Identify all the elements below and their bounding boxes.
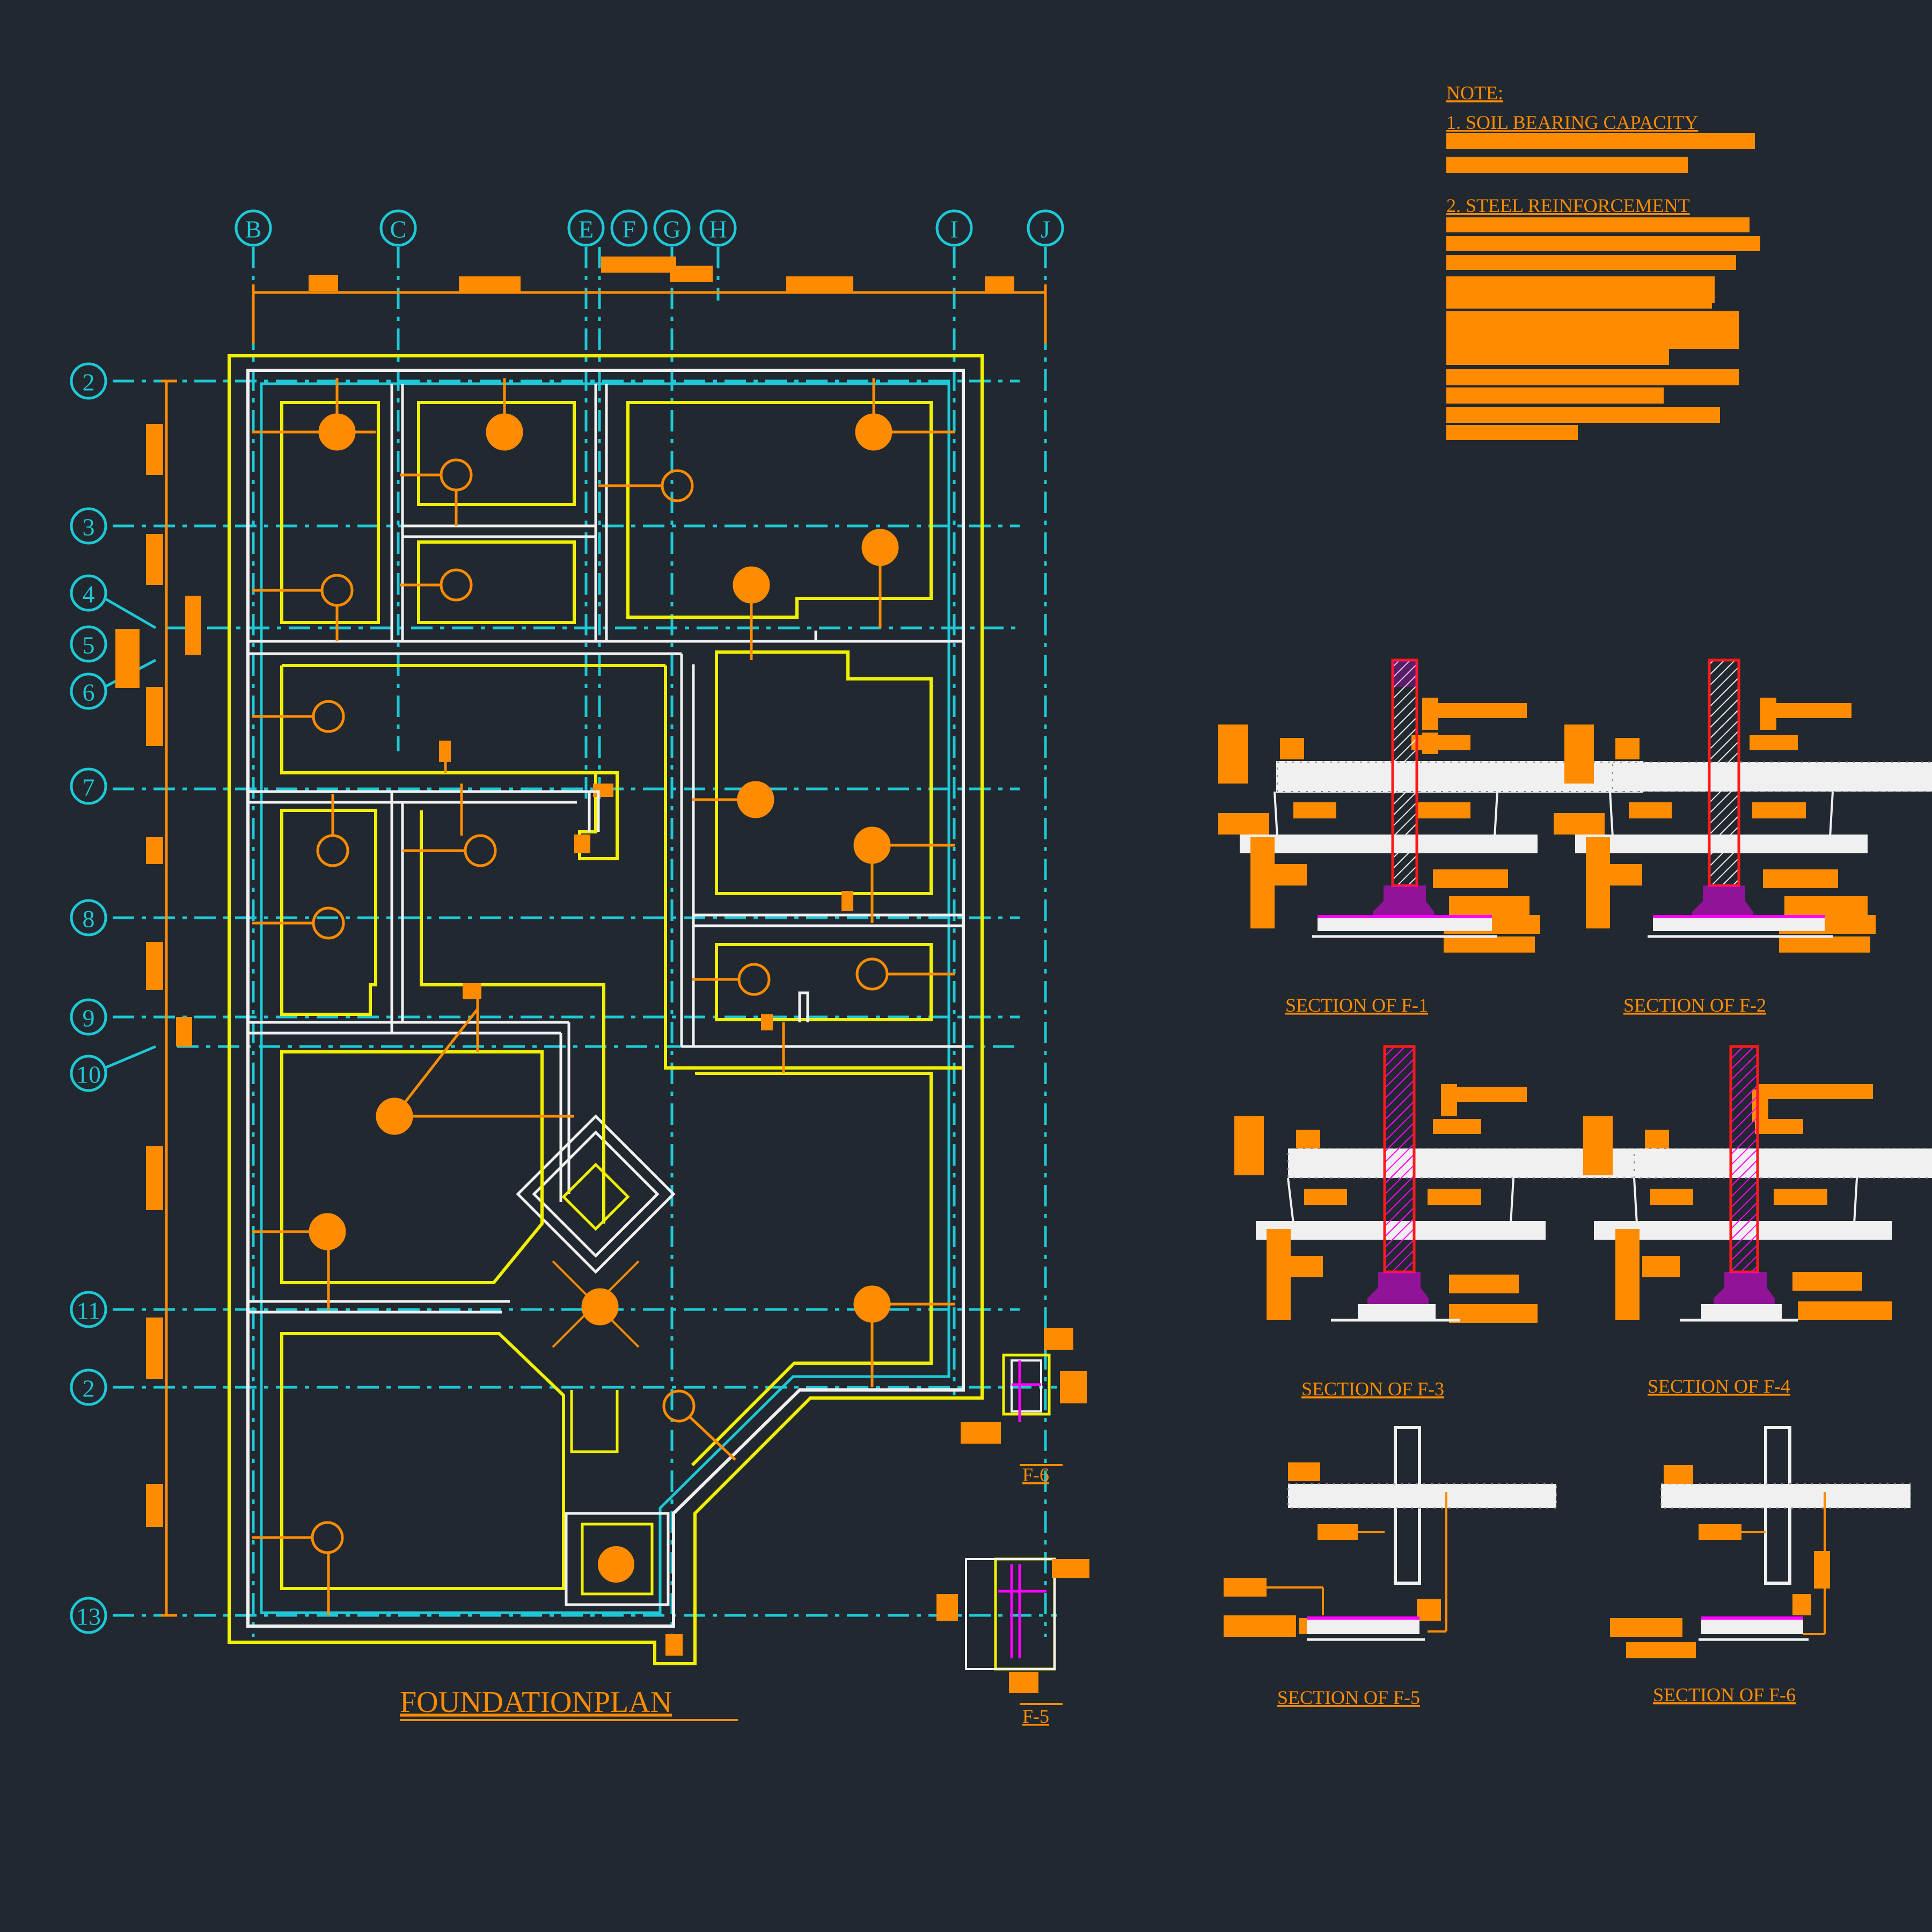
grid-label: 2: [83, 369, 95, 396]
grid-label: F: [622, 216, 636, 243]
grid-label: 5: [83, 632, 95, 659]
section-title: SECTION OF F-4: [1648, 1375, 1790, 1397]
grid-label: 8: [83, 905, 95, 933]
detail-F5: [936, 1557, 1089, 1705]
grid-label: 10: [76, 1061, 101, 1088]
section-title: SECTION OF F-2: [1623, 994, 1766, 1016]
notes-block: NOTE: 1. SOIL BEARING CAPACITY 2. STEEL …: [1446, 82, 1760, 440]
section-details: SECTION OF F-1: [1218, 658, 1932, 1708]
grid-label: 9: [83, 1005, 95, 1032]
grid-column-bubbles: [235, 209, 1064, 247]
grid-lines-vertical: [252, 247, 1047, 1664]
grid-label: B: [245, 216, 262, 243]
notes-heading: NOTE:: [1446, 82, 1503, 104]
bottom-pier: [565, 1512, 670, 1606]
section-F6: [1610, 1426, 1911, 1658]
strip-walls: [248, 384, 963, 1314]
notes-item-2: 2. STEEL REINFORCEMENT: [1446, 195, 1690, 216]
detail-tag-F6: F-6: [1022, 1464, 1049, 1485]
section-title: SECTION OF F-1: [1285, 994, 1428, 1016]
dimension-lines: [115, 257, 1047, 1617]
detail-tag-F5: F-5: [1022, 1706, 1049, 1727]
column-footings: [252, 378, 955, 1656]
notes-text-lines: [1446, 217, 1760, 440]
section-F2: [1554, 658, 1932, 953]
section-F5: [1224, 1426, 1557, 1641]
grid-label: 3: [83, 514, 95, 541]
grid-label: J: [1041, 216, 1050, 243]
detail-F6: [961, 1328, 1087, 1466]
grid-row-labels: 2 3 4 5 6 7 8 9 10 11 2 13: [76, 369, 101, 1630]
foundation-plan: B C E F G H I J 2: [70, 209, 1089, 1727]
grid-label: 4: [83, 581, 95, 608]
grid-label: H: [709, 216, 727, 243]
notes-item-1: 1. SOIL BEARING CAPACITY: [1446, 112, 1698, 133]
grid-column-labels: B C E F G H I J: [245, 216, 1050, 243]
grid-label: 2: [83, 1375, 95, 1402]
section-F1: [1218, 658, 1643, 953]
room-footings: [280, 401, 963, 1590]
section-title: SECTION OF F-3: [1301, 1378, 1444, 1400]
section-title: SECTION OF F-5: [1277, 1687, 1420, 1708]
section-F4: [1583, 1045, 1932, 1322]
grid-label: I: [950, 216, 958, 243]
grid-row-bubbles: [70, 362, 157, 1634]
grid-label: 11: [77, 1297, 100, 1324]
grid-label: C: [390, 216, 407, 243]
section-title: SECTION OF F-6: [1653, 1684, 1796, 1706]
grid-label: E: [579, 216, 594, 243]
grid-label: 6: [83, 679, 95, 706]
grid-label: 13: [76, 1603, 101, 1630]
grid-label: G: [663, 216, 680, 243]
plan-title: FOUNDATIONPLAN: [400, 1686, 672, 1719]
section-F3: [1234, 1045, 1664, 1323]
grid-label: 7: [83, 774, 95, 801]
